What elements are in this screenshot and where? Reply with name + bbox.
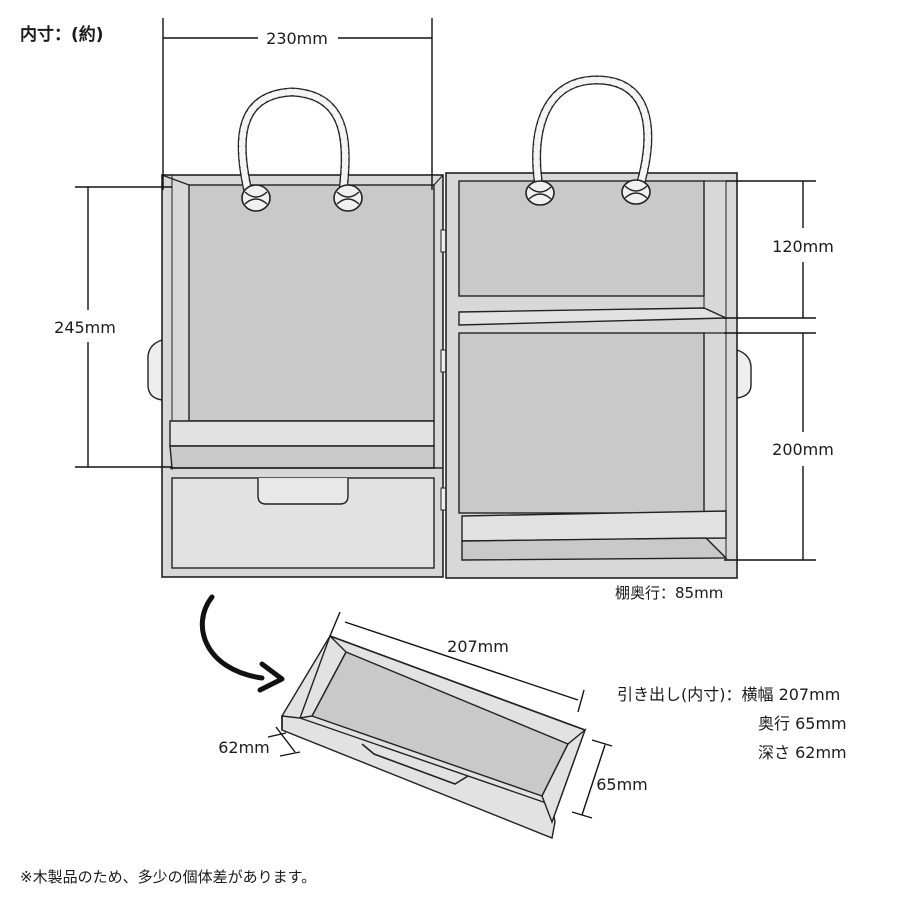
diagram-title: 内寸：(約) [20,24,104,45]
width-dimension: 230mm [162,18,433,190]
upper-label: 120mm [772,237,834,256]
left-rope-handle [237,87,363,212]
lower-dimension: 200mm [724,332,834,561]
drawer-depth-dimension: 65mm [571,739,648,819]
drawer-spec-height: 深さ 62mm [758,743,847,762]
drawer-height-dimension: 62mm [218,726,301,757]
drawer-height-label: 62mm [218,738,270,757]
drawer-width-label: 207mm [447,637,509,656]
right-latch-icon [736,349,752,399]
height-label: 245mm [54,318,116,337]
drawer-depth-label: 65mm [596,775,648,794]
left-cabinet [147,174,444,578]
right-cabinet [445,172,752,579]
drawer-width-dimension: 207mm [329,611,585,713]
drawer-handle [257,478,349,505]
right-rope-handle [525,75,653,206]
footnote: ※木製品のため、多少の個体差があります。 [20,868,316,886]
drawer-illustration [280,634,587,839]
curved-arrow-icon [200,594,285,693]
height-dimension: 245mm [54,186,172,468]
width-label: 230mm [266,29,328,48]
drawer-spec-depth: 奥行 65mm [758,714,847,733]
drawer-illustration-handle [361,743,469,785]
left-latch-icon [147,339,163,401]
drawer-spec-label: 引き出し(内寸)：横幅 207mm [617,685,840,704]
shelf-depth-label: 棚奥行：85mm [615,584,723,602]
upper-dimension: 120mm [724,180,834,319]
lower-label: 200mm [772,440,834,459]
